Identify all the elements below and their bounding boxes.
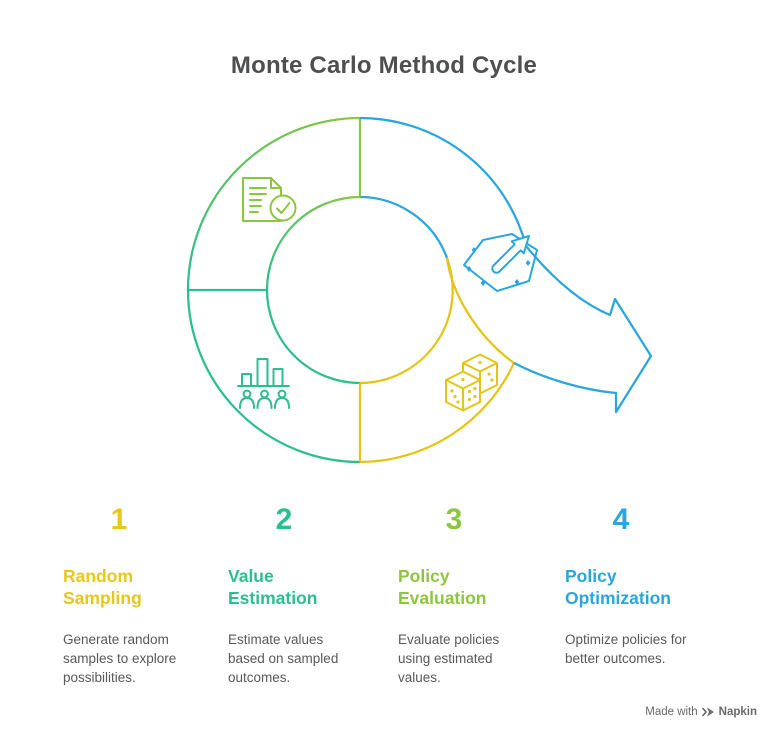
segment-arc-inner-top-right — [359, 195, 449, 259]
segment-arc-outer-top-left — [186, 116, 361, 291]
step-title: Random Sampling — [63, 566, 142, 608]
exit-arrow — [359, 116, 653, 414]
step-description: Evaluate policies using estimated values… — [398, 632, 500, 685]
step-3: 3 Policy Evaluation Evaluate policies us… — [398, 505, 548, 687]
step-description: Optimize policies for better outcomes. — [565, 632, 687, 666]
watermark-prefix: Made with — [645, 706, 698, 718]
step-number: 2 — [275, 503, 293, 536]
napkin-logo-icon — [701, 707, 714, 717]
segment-arc-inner-top-left — [265, 195, 361, 291]
dice-icon — [445, 353, 498, 412]
page-title: Monte Carlo Method Cycle — [230, 52, 538, 79]
step-title: Policy Optimization — [565, 566, 671, 608]
segment-arc-inner-bottom-left — [265, 289, 361, 385]
step-2: 2 Value Estimation Estimate values based… — [228, 505, 378, 687]
bar-chart-people-icon — [237, 358, 290, 409]
step-number: 3 — [445, 503, 463, 536]
step-description: Generate random samples to explore possi… — [63, 632, 177, 685]
segment-arc-inner-bottom-right — [359, 257, 454, 385]
cycle-diagram — [186, 116, 653, 464]
step-4: 4 Policy Optimization Optimize policies … — [565, 505, 725, 668]
step-number: 4 — [612, 503, 630, 536]
segment-arc-outer-bottom-left — [186, 289, 361, 464]
arrow-underside-sweep — [445, 257, 515, 364]
segment-arc-outer-bottom-right — [359, 362, 516, 464]
step-number: 1 — [110, 503, 128, 536]
step-1: 1 Random Sampling Generate random sample… — [63, 505, 213, 687]
step-description: Estimate values based on sampled outcome… — [228, 632, 339, 685]
step-title: Policy Evaluation — [398, 566, 487, 608]
watermark-brand: Napkin — [718, 706, 757, 718]
document-check-icon — [242, 177, 297, 222]
arrow-up-right-icon — [463, 233, 538, 292]
watermark: Made with Napkin — [645, 706, 757, 718]
step-title: Value Estimation — [228, 566, 318, 608]
